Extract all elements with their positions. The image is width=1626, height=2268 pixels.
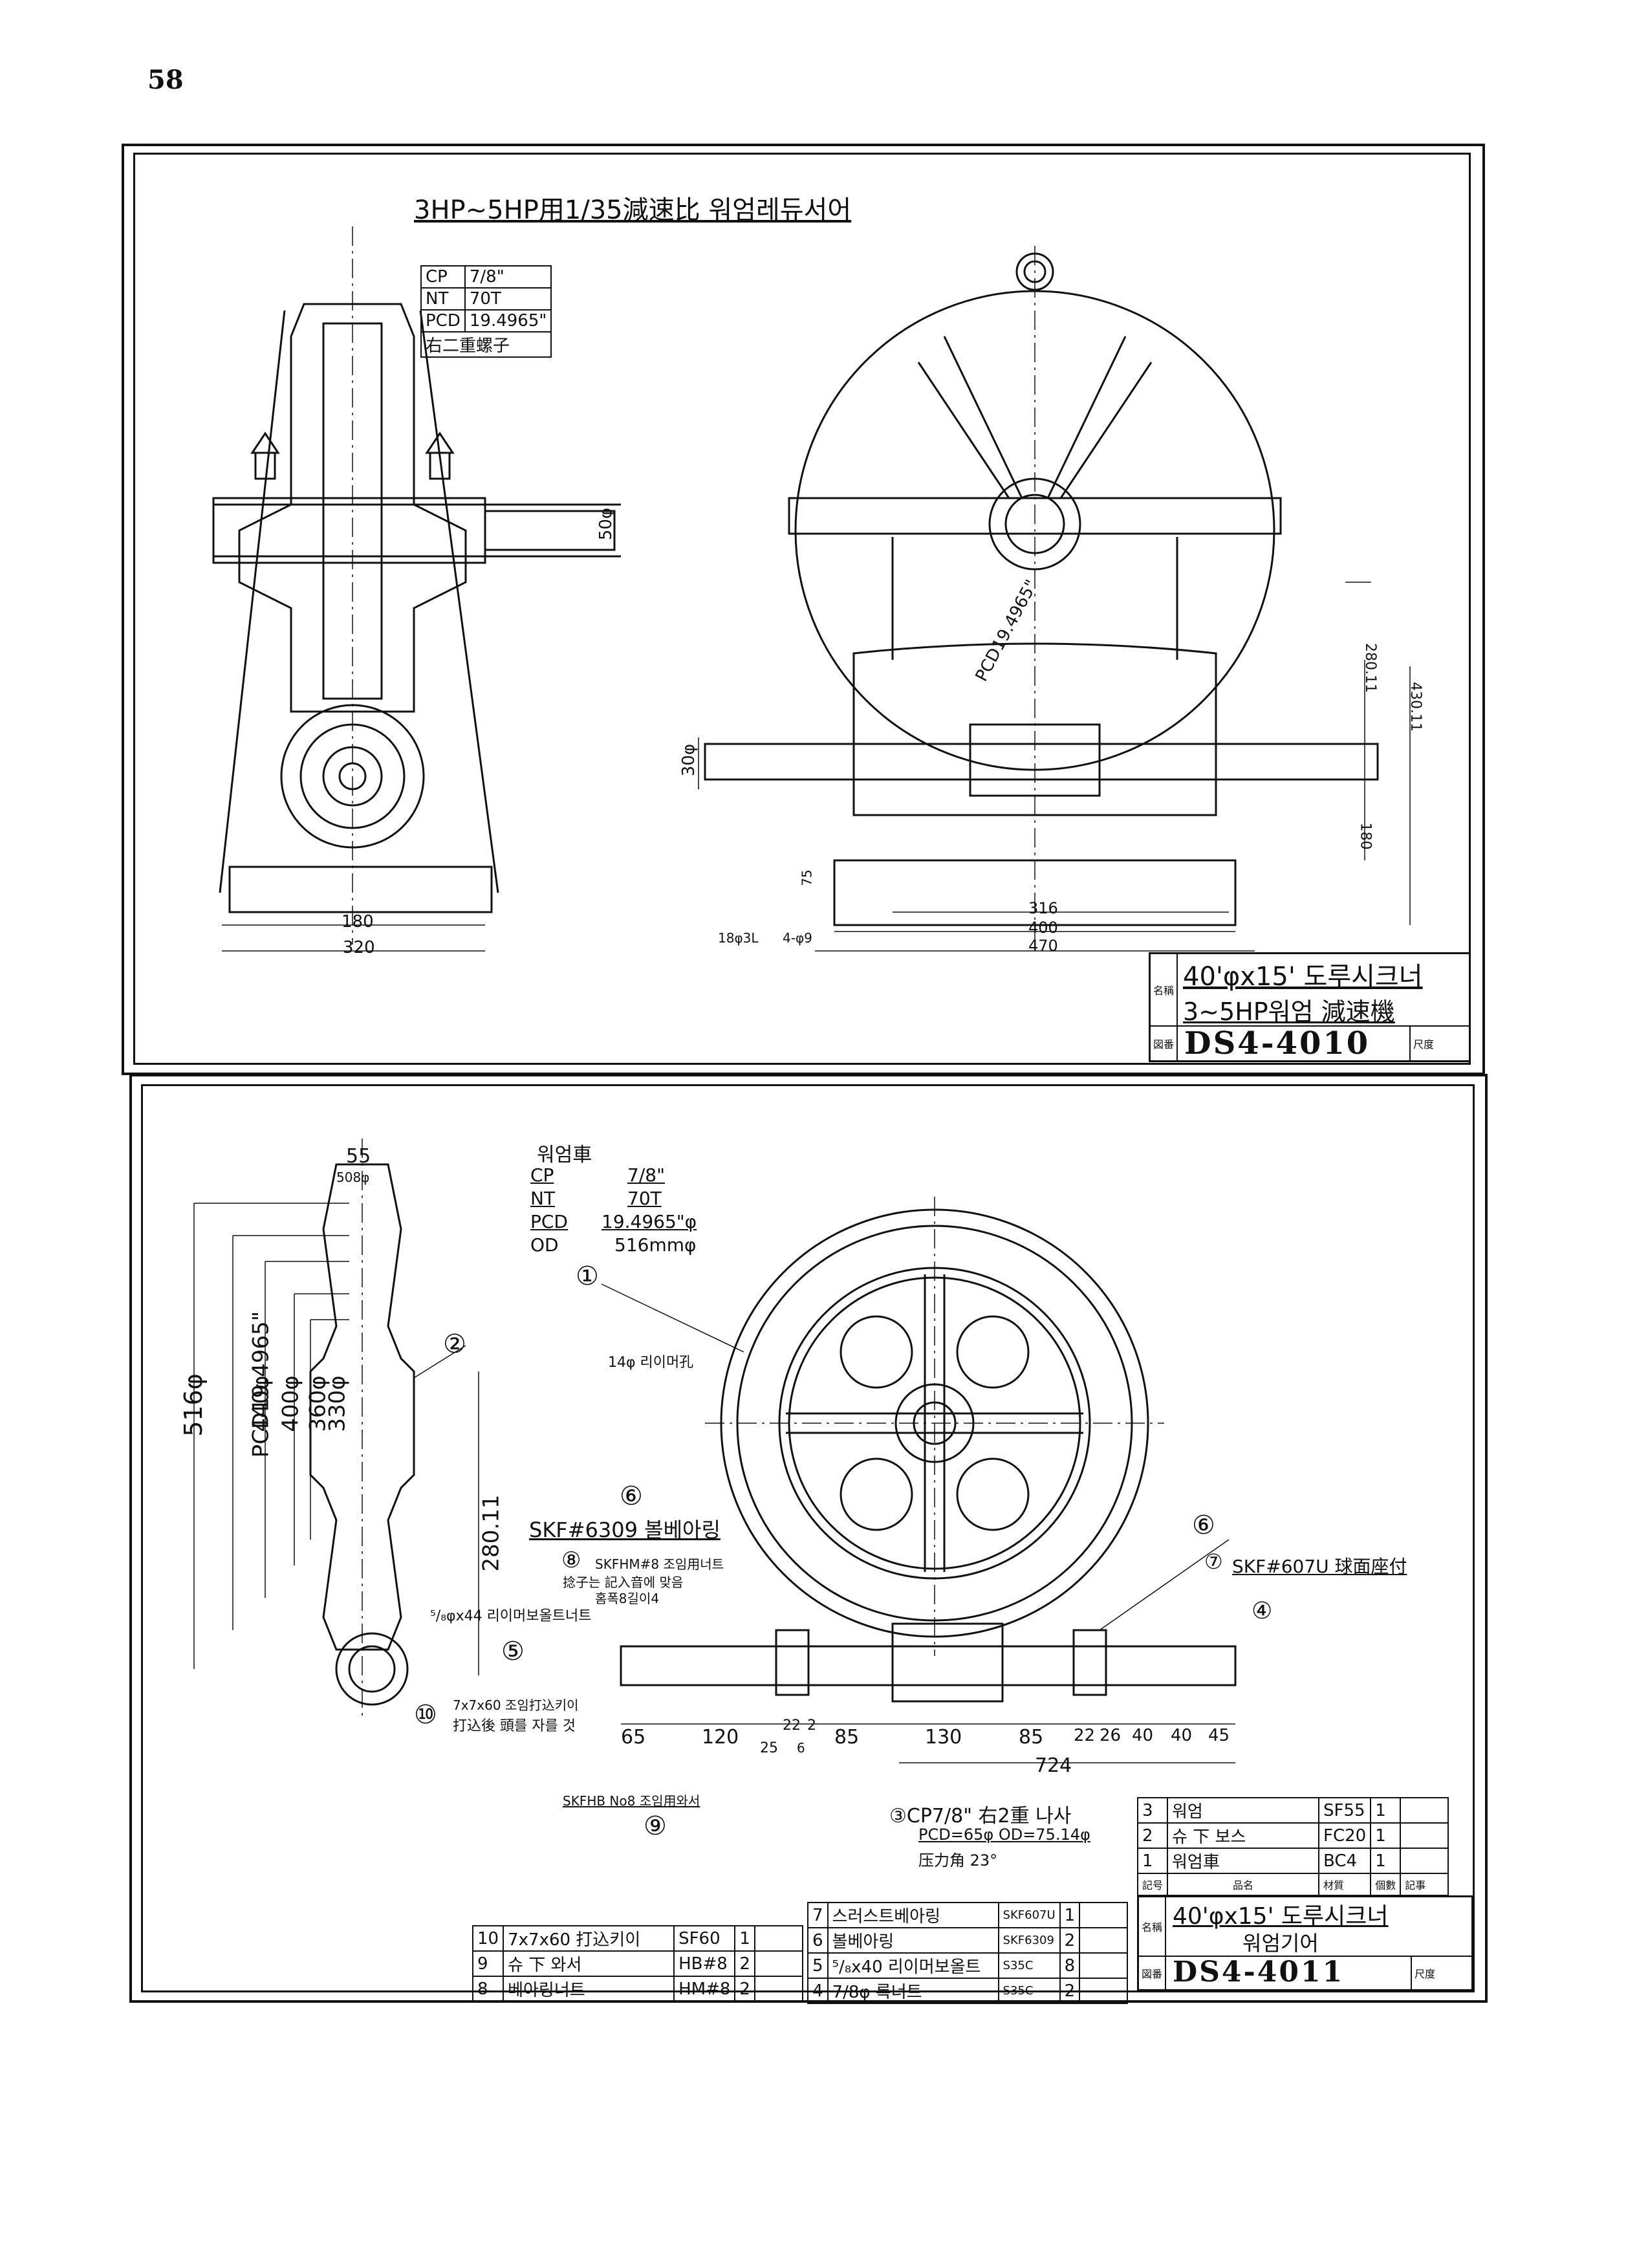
dim-180: 180 bbox=[341, 912, 374, 932]
bottom-name1: 40'φx15' 도루시크너 bbox=[1173, 1903, 1389, 1930]
dim-55: 55 bbox=[346, 1145, 371, 1168]
table-header: 記号品名材質個數記事 bbox=[1136, 1873, 1449, 1896]
dim-508: 508φ bbox=[336, 1170, 370, 1185]
callout-8: ⑧ bbox=[561, 1547, 581, 1573]
dim-h430: 430.11 bbox=[1407, 682, 1424, 732]
note-worm3: 压力角 23° bbox=[918, 1851, 998, 1870]
top-sheet-border bbox=[133, 153, 1471, 1065]
dim-400: 400φ bbox=[277, 1375, 304, 1432]
callout-6b: ⑥ bbox=[1192, 1510, 1215, 1540]
callout-2: ② bbox=[443, 1329, 466, 1359]
callout-10: ⑩ bbox=[414, 1700, 437, 1730]
note-reamer-bolt: ⁵/₈φx44 리이머보올트너트 bbox=[430, 1608, 592, 1624]
callout-6a: ⑥ bbox=[620, 1481, 643, 1511]
note-key: 7x7x60 조임打込키이 bbox=[453, 1697, 579, 1713]
page-number: 58 bbox=[147, 65, 184, 95]
note-worm1: ③CP7/8" 右2重 나사 bbox=[889, 1805, 1072, 1827]
dim-470: 470 bbox=[1028, 937, 1058, 955]
callout-8-text: SKFHM#8 조임用너트 bbox=[595, 1556, 724, 1572]
note-hole: 14φ 리이머孔 bbox=[608, 1355, 694, 1371]
dim-316: 316 bbox=[1028, 899, 1058, 917]
dim-330: 330φ bbox=[324, 1375, 351, 1432]
dim-75: 75 bbox=[799, 869, 815, 886]
callout-7: ⑦ bbox=[1204, 1549, 1223, 1574]
top-drawing-no: DS4-4010 bbox=[1184, 1025, 1371, 1062]
bottom-drawing-no: DS4-4011 bbox=[1173, 1956, 1345, 1989]
top-name1: 40'φx15' 도루시크너 bbox=[1183, 962, 1423, 992]
bottom-titleblock: 名稱 40'φx15' 도루시크너 워엄기어 図番 DS4-4011 尺度 bbox=[1137, 1895, 1473, 1991]
note-worm2: PCD=65φ OD=75.14φ bbox=[918, 1826, 1090, 1844]
note-washer: SKFHB No8 조임用와서 bbox=[563, 1793, 700, 1809]
callout-10-text: 打込後 頭를 자를 것 bbox=[453, 1718, 576, 1734]
dim-bolt: 18φ3L bbox=[718, 930, 759, 946]
dim-shaft-dia: 50φ bbox=[596, 507, 616, 541]
wheel-side-view bbox=[193, 1139, 479, 1721]
dim-bolt2: 4-φ9 bbox=[783, 930, 812, 946]
callout-9: ⑨ bbox=[644, 1811, 667, 1841]
dim-320: 320 bbox=[343, 938, 375, 957]
note-nut2: 홈폭8길이4 bbox=[595, 1591, 660, 1606]
dim-280: 280.11 bbox=[478, 1494, 504, 1572]
reducer-side-view bbox=[212, 226, 621, 952]
dim-440: 440φ bbox=[248, 1375, 274, 1432]
top-titleblock: 名稱 40'φx15' 도루시크너 3~5HP워엄 減速機 図番 DS4-401… bbox=[1149, 952, 1471, 1062]
top-name2: 3~5HP워엄 減速機 bbox=[1183, 998, 1395, 1026]
dim-516: 516φ bbox=[179, 1373, 208, 1437]
dim-400: 400 bbox=[1028, 919, 1058, 937]
spec-row: 右二重螺子 bbox=[420, 331, 552, 358]
callout-7-text: SKF#607U 球面座付 bbox=[1232, 1556, 1407, 1577]
top-sheet-title: 3HP~5HP用1/35減速比 워엄레듀서어 bbox=[414, 195, 852, 225]
dim-h280: 280.11 bbox=[1361, 643, 1378, 693]
dim-left-shaft: 30φ bbox=[679, 743, 699, 777]
dim-h180: 180 bbox=[1357, 822, 1374, 850]
note-nut: 捻子는 記入音에 맞음 bbox=[563, 1575, 684, 1590]
callout-4: ④ bbox=[1252, 1598, 1273, 1624]
callout-5: ⑤ bbox=[501, 1637, 525, 1666]
bottom-name2: 워엄기어 bbox=[1242, 1931, 1319, 1956]
bottom-spec-title: 워엄車 bbox=[537, 1144, 592, 1166]
reducer-front-view bbox=[698, 246, 1411, 952]
callout-1: ① bbox=[576, 1261, 599, 1291]
worm-wheel-front-view bbox=[620, 1197, 1237, 1763]
callout-6a-text: SKF#6309 볼베아링 bbox=[529, 1518, 721, 1542]
